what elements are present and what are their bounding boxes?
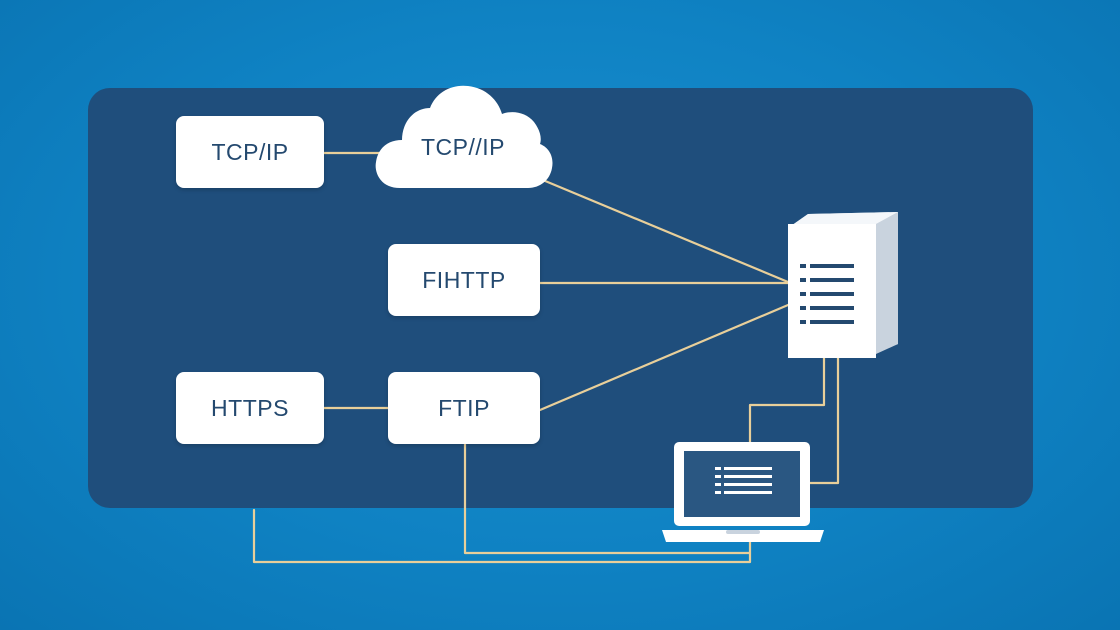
cloud-icon: [375, 85, 553, 188]
server-icon: [788, 212, 898, 358]
protocol-box-fihttp: FIHTTP: [388, 244, 540, 316]
laptop-icon: [662, 442, 824, 542]
cloud-label: TCP//IP: [420, 134, 505, 160]
protocol-box-tcpip: TCP/IP: [176, 116, 324, 188]
protocol-box-ftip: FTIP: [388, 372, 540, 444]
protocol-box-https: HTTPS: [176, 372, 324, 444]
